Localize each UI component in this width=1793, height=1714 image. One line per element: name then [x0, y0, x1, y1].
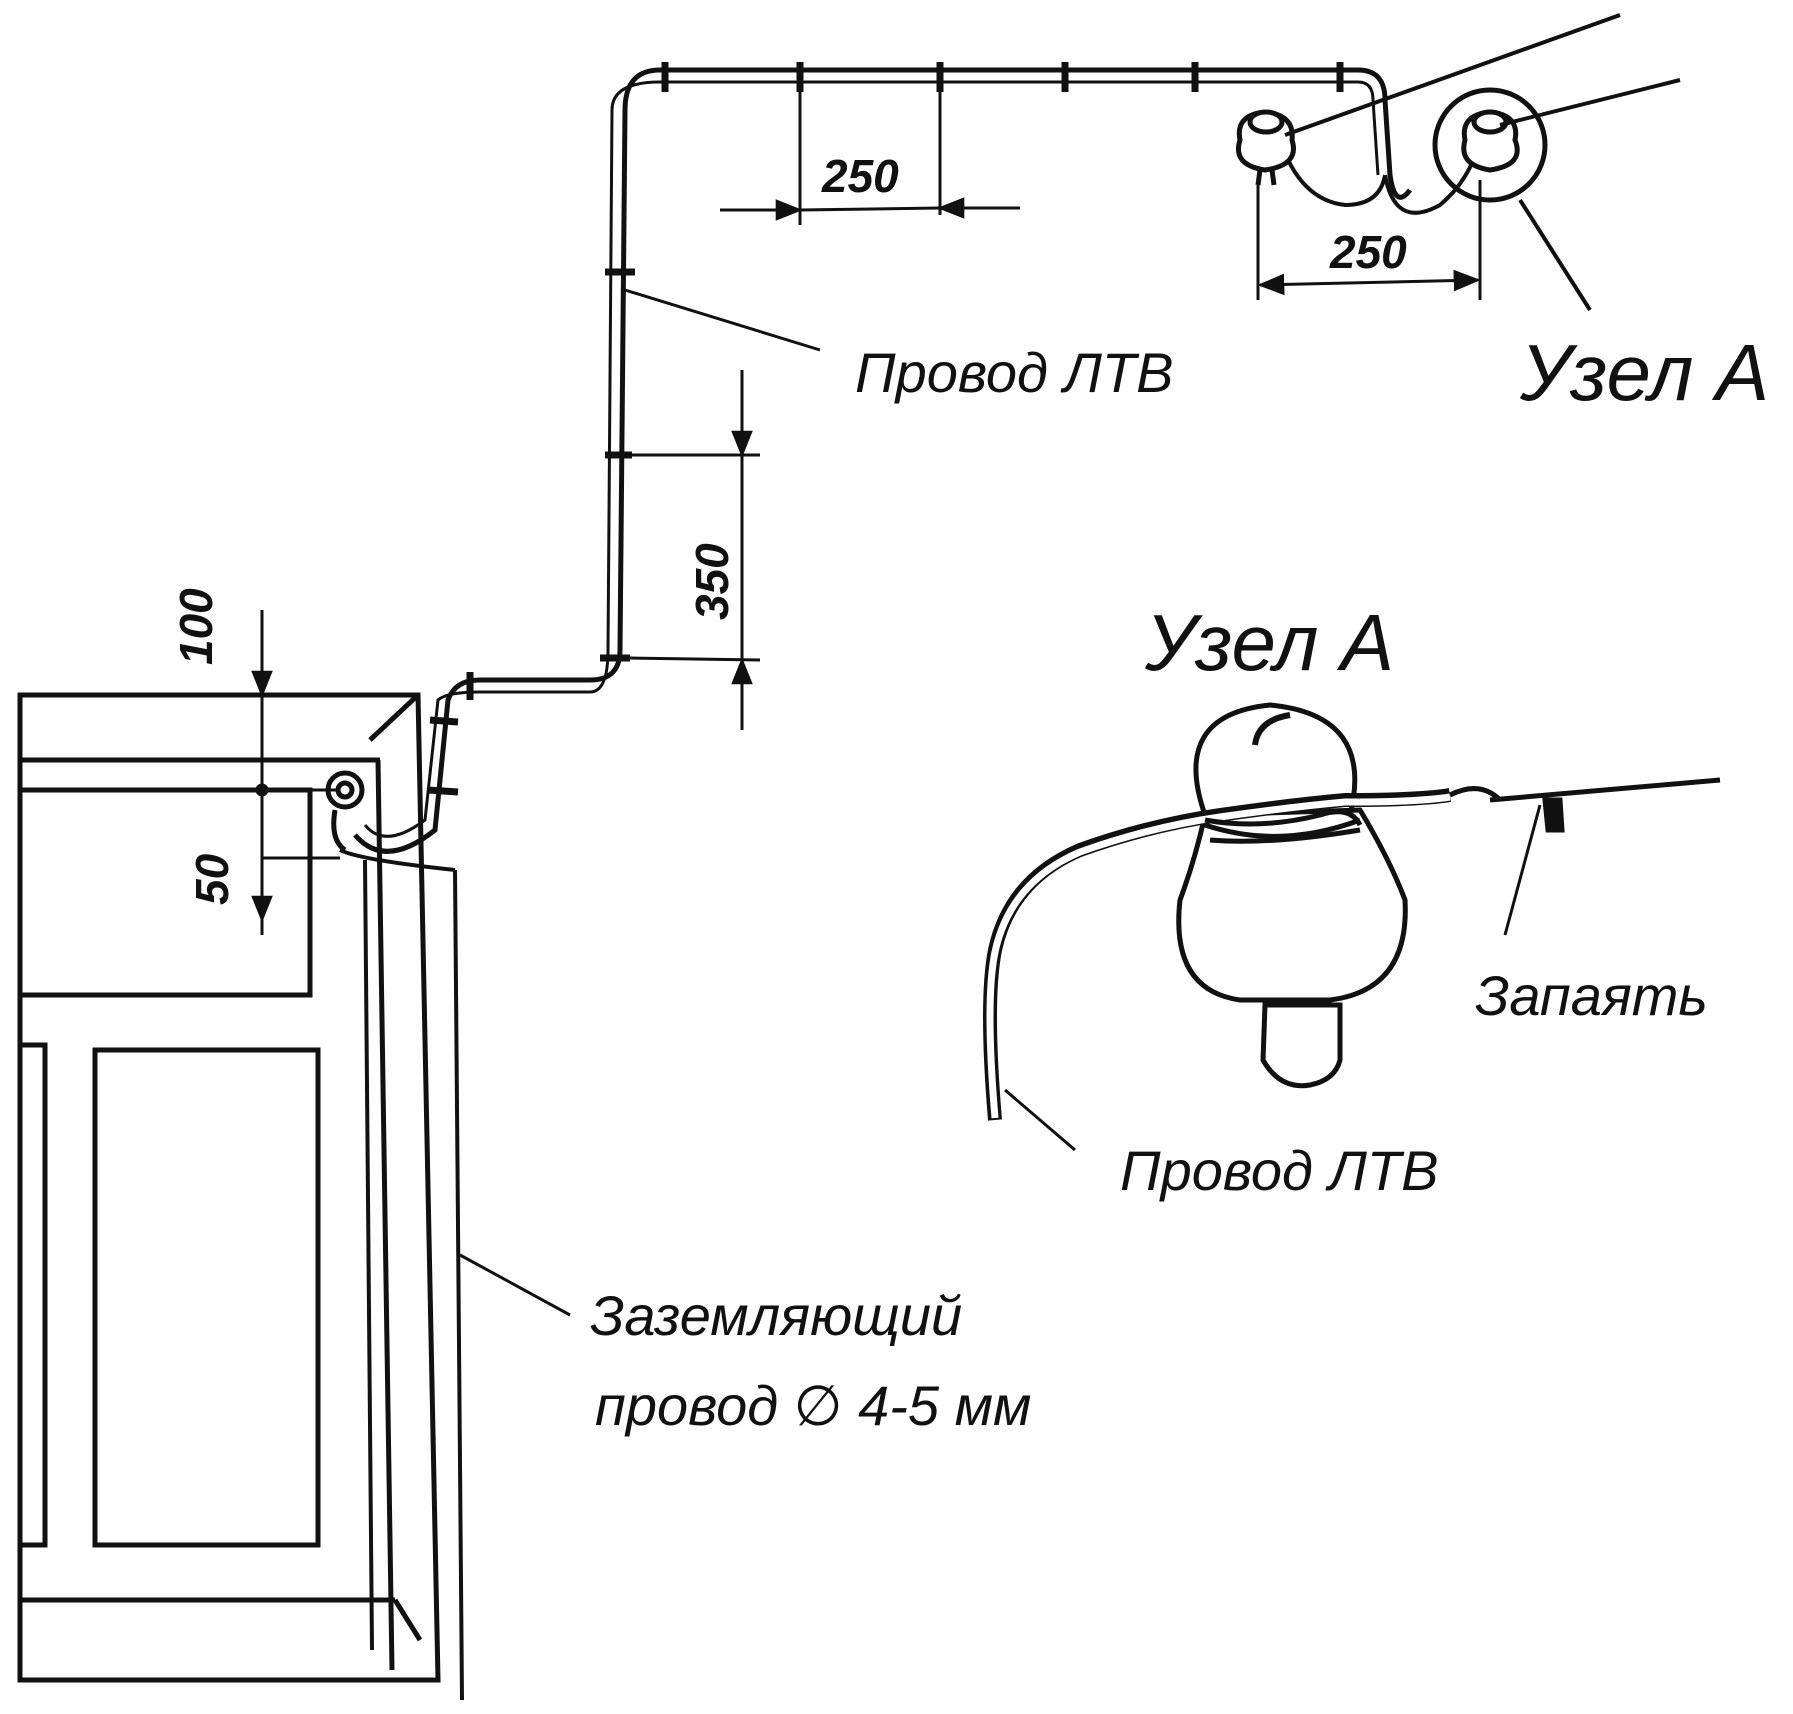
insulator-neck	[1204, 817, 1361, 839]
solder-point	[1542, 797, 1565, 833]
tie-wire-loop	[1204, 809, 1363, 844]
left-glass-strip	[20, 1042, 48, 1548]
insulator-pin	[1260, 1002, 1343, 1089]
ground-ring	[325, 770, 365, 853]
insulator-head	[1193, 702, 1358, 816]
dim-350: 350	[686, 543, 738, 620]
frame-right-inner	[375, 759, 395, 1671]
ground-wire-right	[453, 869, 464, 1701]
insulator-cap-mark	[1252, 712, 1291, 746]
ground-wire	[339, 848, 464, 1701]
ground-wire-tie	[339, 848, 456, 872]
node-a-circle	[1432, 87, 1548, 203]
wire-clamps	[427, 62, 1344, 796]
label-wire-ltv-top: Провод ЛТВ	[855, 341, 1173, 404]
node-a-detail	[983, 702, 1721, 1121]
insulator-body	[1176, 807, 1408, 1003]
ground-wire-left	[363, 859, 374, 1651]
upper-panel	[20, 787, 313, 998]
dim-250-insulators: 250	[1329, 226, 1407, 278]
leader-lines	[459, 288, 1542, 1317]
window-frame	[17, 692, 441, 1683]
dim-100: 100	[170, 588, 222, 665]
frame-bottom-bevel	[392, 1598, 423, 1642]
label-solder: Запаять	[1475, 964, 1708, 1027]
dim-250-top: 250	[821, 150, 899, 202]
insulator-left	[1236, 109, 1296, 186]
label-ground-wire-2: провод ∅ 4-5 мм	[595, 1374, 1031, 1437]
label-node-a-detail: Узел А	[1144, 598, 1394, 687]
window-sill-bevel	[368, 693, 420, 742]
insulator-right	[1432, 87, 1548, 203]
dim-50: 50	[186, 853, 238, 905]
label-ground-wire-1: Заземляющий	[590, 1284, 962, 1347]
antenna-wires	[1284, 13, 1681, 312]
ltv-wire-loop	[1278, 139, 1482, 215]
label-node-a-top: Узел А	[1519, 328, 1769, 417]
lower-glass-pane	[92, 1047, 321, 1548]
antenna-wire-detail	[1448, 777, 1721, 803]
window-outer-frame	[17, 692, 441, 1683]
dimension-lines	[251, 92, 1482, 935]
label-wire-ltv-detail: Провод ЛТВ	[1120, 1139, 1438, 1202]
ltv-wire-inner	[363, 80, 1380, 838]
